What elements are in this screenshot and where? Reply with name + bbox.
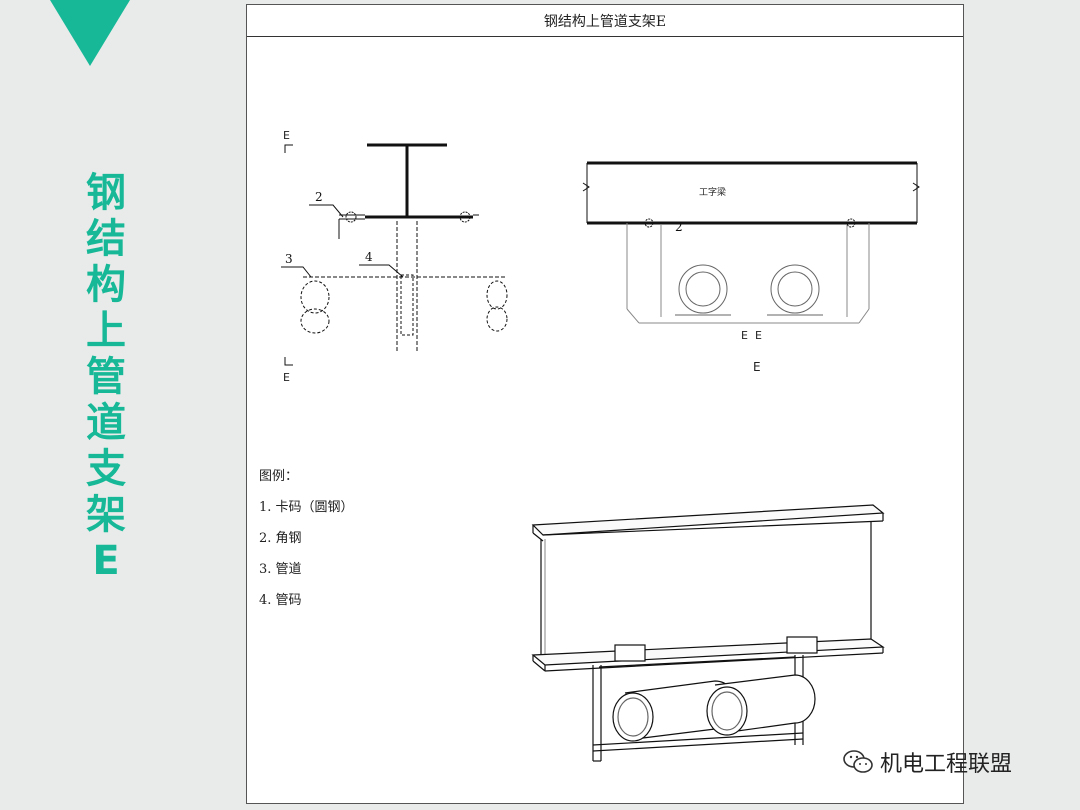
callout-2-elevation: 2 xyxy=(675,220,683,234)
callout-4: 4 xyxy=(365,250,373,264)
legend: 图例： 1. 卡码（圆钢） 2. 角钢 3. 管道 4. 管码 xyxy=(259,467,354,622)
legend-title: 图例： xyxy=(259,469,299,484)
section-view: E E 2 3 xyxy=(281,129,508,384)
elevation-view: 工字梁 2 E E E xyxy=(582,161,920,374)
technical-drawing: E E 2 3 xyxy=(281,129,920,762)
legend-item-angle-steel: 2. 角钢 xyxy=(259,531,302,546)
section-marker-bottom: E xyxy=(283,371,290,384)
isometric-view xyxy=(531,504,885,762)
callout-2: 2 xyxy=(315,190,323,204)
watermark: 机电工程联盟 xyxy=(842,744,1012,780)
sheet-title: 钢结构上管道支架E xyxy=(247,5,963,37)
legend-item-pipe: 3. 管道 xyxy=(259,562,302,577)
drawing-sheet: 钢结构上管道支架E E E 2 xyxy=(246,4,964,804)
section-marker-top: E xyxy=(283,129,290,142)
wechat-icon xyxy=(843,750,873,773)
beam-label: 工字梁 xyxy=(699,186,726,198)
slide-vertical-title: 钢结构上管道支架E xyxy=(86,170,126,584)
callout-3: 3 xyxy=(285,252,293,266)
watermark-text: 机电工程联盟 xyxy=(880,752,1013,777)
left-panel: 钢结构上管道支架E xyxy=(0,0,246,810)
view-label: E xyxy=(753,360,761,374)
legend-item-clamp: 1. 卡码（圆钢） xyxy=(259,500,354,515)
section-labels: E E xyxy=(741,329,762,342)
accent-triangle xyxy=(50,0,130,66)
legend-item-pipe-clamp: 4. 管码 xyxy=(259,593,302,608)
